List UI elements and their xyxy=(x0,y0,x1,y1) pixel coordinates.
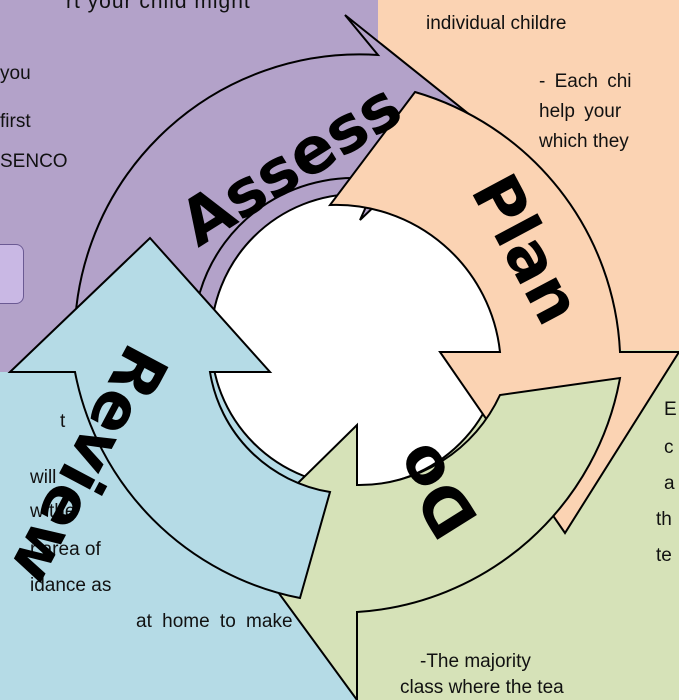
review-text-4: r area of xyxy=(30,539,101,560)
plan-text-1: individual childre xyxy=(426,13,567,34)
plan-text-3: help your xyxy=(539,101,622,122)
review-text-2: will xyxy=(30,467,57,488)
assess-text-2: you xyxy=(0,63,31,84)
review-text-5: idance as xyxy=(30,575,112,596)
review-arrow xyxy=(7,236,332,600)
do-text-1: E xyxy=(664,399,677,420)
do-text-4: th xyxy=(656,509,672,530)
assess-text-3: first xyxy=(0,111,31,132)
plan-text-4: which they xyxy=(539,131,629,152)
do-text-7: class where the tea xyxy=(400,677,564,698)
do-text-2: c xyxy=(664,437,674,458)
review-text-1: t xyxy=(60,411,66,432)
review-text-3: w the xyxy=(30,501,76,522)
do-text-6: -The majority xyxy=(420,651,531,672)
assess-text-1: rt your child might xyxy=(66,0,251,13)
plan-text-2: - Each chi xyxy=(539,71,632,92)
do-text-3: a xyxy=(664,473,675,494)
do-text-5: te xyxy=(656,545,672,566)
review-text-6: at home to make xyxy=(136,611,293,632)
do-arrow xyxy=(238,376,622,700)
assess-text-4: SENCO xyxy=(0,151,68,172)
assess-side-box xyxy=(0,244,24,304)
